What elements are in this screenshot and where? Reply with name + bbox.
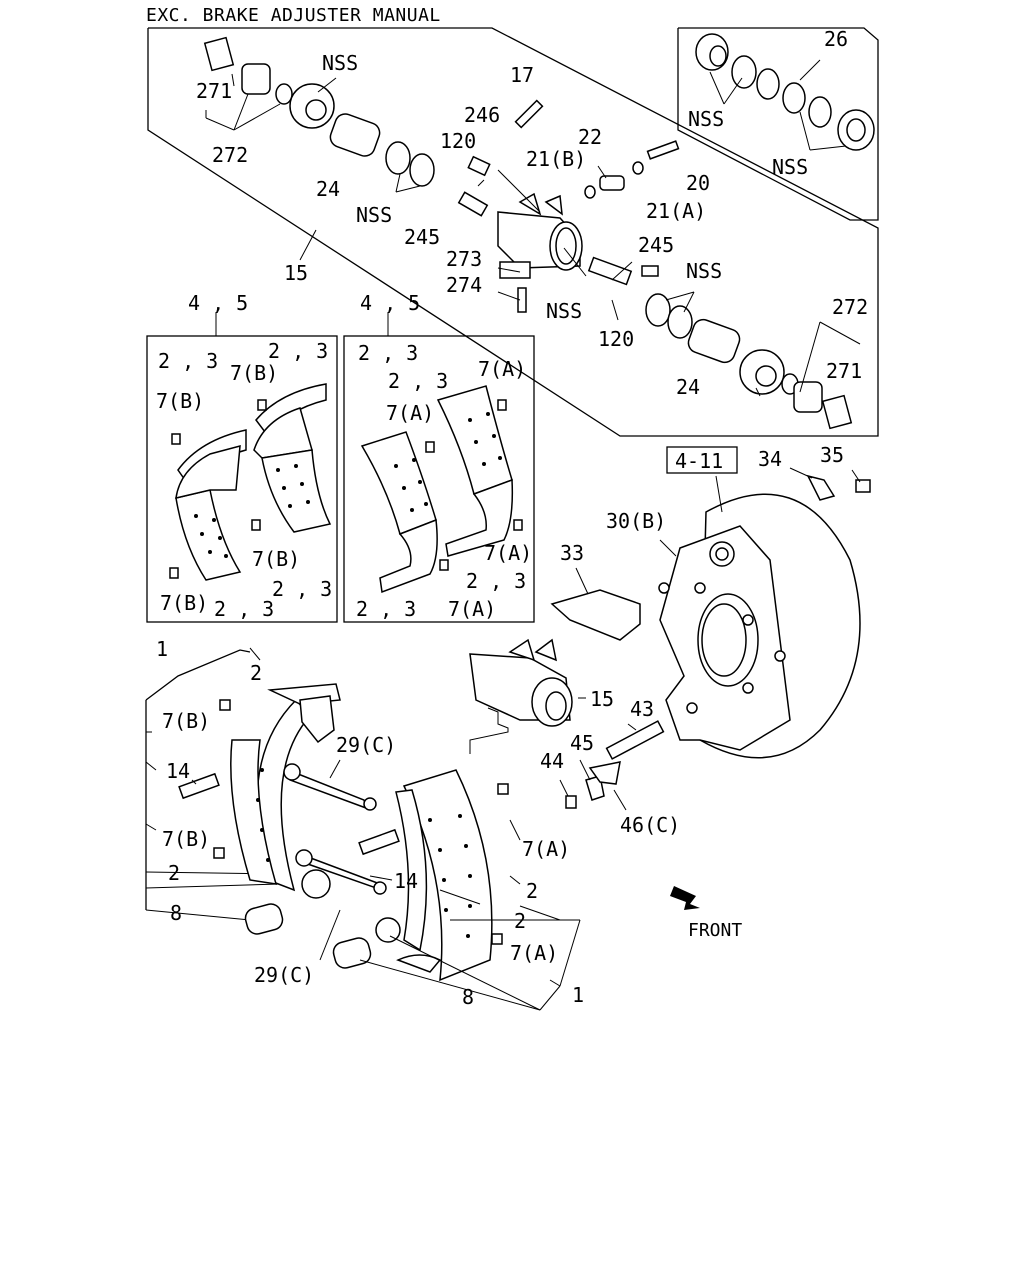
callout-7b: 7(B) bbox=[162, 827, 210, 851]
callout-2: 2 bbox=[526, 879, 538, 903]
assembly-outline bbox=[147, 27, 879, 437]
callout-2: 2 bbox=[514, 909, 526, 933]
cylinder-right-parts bbox=[645, 291, 861, 430]
front-label: FRONT bbox=[688, 920, 742, 941]
callout-22: 22 bbox=[578, 125, 602, 149]
callout-21a: 21(A) bbox=[646, 199, 706, 223]
backing-plate bbox=[658, 467, 871, 759]
callout-7a: 7(A) bbox=[484, 541, 532, 565]
leader-15 bbox=[299, 229, 317, 261]
callout-35: 35 bbox=[820, 443, 844, 467]
callout-14: 14 bbox=[394, 869, 418, 893]
callout-nss: NSS bbox=[772, 155, 808, 179]
callout-45: 45 bbox=[570, 731, 594, 755]
callout-8: 8 bbox=[170, 901, 182, 925]
ref-box bbox=[666, 446, 738, 474]
callout-nss: NSS bbox=[688, 107, 724, 131]
callout-nss: NSS bbox=[356, 203, 392, 227]
kit-26-outline bbox=[677, 27, 879, 221]
callout-7b: 7(B) bbox=[156, 389, 204, 413]
callout-120: 120 bbox=[440, 129, 476, 153]
callout-21b: 21(B) bbox=[526, 147, 586, 171]
cylinder-body bbox=[457, 99, 680, 321]
callout-29c: 29(C) bbox=[254, 963, 314, 987]
callout-271: 271 bbox=[196, 79, 232, 103]
callout-29c: 29(C) bbox=[336, 733, 396, 757]
callout-15: 15 bbox=[590, 687, 614, 711]
callout-24: 24 bbox=[316, 177, 340, 201]
callout-20: 20 bbox=[686, 171, 710, 195]
callout-4-5: 4 , 5 bbox=[360, 291, 420, 315]
callout-7a: 7(A) bbox=[478, 357, 526, 381]
lining-box-right bbox=[343, 312, 535, 623]
callout-33: 33 bbox=[560, 541, 584, 565]
cylinder-left-parts bbox=[203, 36, 435, 193]
callout-246: 246 bbox=[464, 103, 500, 127]
callout-7a: 7(A) bbox=[386, 401, 434, 425]
callout-120: 120 bbox=[598, 327, 634, 351]
callout-2-3: 2 , 3 bbox=[358, 341, 418, 365]
callout-labels: 26 NSS NSS NSS NSS NSS NSS 17 246 22 20 … bbox=[156, 27, 868, 1009]
callout-2-3: 2 , 3 bbox=[466, 569, 526, 593]
callout-274: 274 bbox=[446, 273, 482, 297]
callout-15: 15 bbox=[284, 261, 308, 285]
callout-43: 43 bbox=[630, 697, 654, 721]
callout-7a: 7(A) bbox=[522, 837, 570, 861]
callout-2-3: 2 , 3 bbox=[268, 339, 328, 363]
callout-nss: NSS bbox=[322, 51, 358, 75]
callout-7a: 7(A) bbox=[510, 941, 558, 965]
callout-7b: 7(B) bbox=[230, 361, 278, 385]
shoe-assembly bbox=[145, 647, 581, 1011]
wheel-cylinder-assembly-group bbox=[147, 27, 879, 437]
callout-24: 24 bbox=[676, 375, 700, 399]
callout-4-5: 4 , 5 bbox=[188, 291, 248, 315]
callout-2-3: 2 , 3 bbox=[272, 577, 332, 601]
lining-box-left bbox=[146, 312, 338, 623]
pin-parts bbox=[559, 720, 665, 811]
kit-26-parts bbox=[695, 33, 875, 151]
callout-1: 1 bbox=[572, 983, 584, 1007]
callout-2: 2 bbox=[250, 661, 262, 685]
callout-271: 271 bbox=[826, 359, 862, 383]
callout-273: 273 bbox=[446, 247, 482, 271]
callout-2-3: 2 , 3 bbox=[388, 369, 448, 393]
callout-2: 2 bbox=[168, 861, 180, 885]
callout-30b: 30(B) bbox=[606, 509, 666, 533]
callout-272: 272 bbox=[832, 295, 868, 319]
callout-17: 17 bbox=[510, 63, 534, 87]
callout-245: 245 bbox=[404, 225, 440, 249]
front-arrow-icon bbox=[670, 886, 700, 910]
callout-272: 272 bbox=[212, 143, 248, 167]
callout-44: 44 bbox=[540, 749, 564, 773]
callout-26: 26 bbox=[824, 27, 848, 51]
callout-34: 34 bbox=[758, 447, 782, 471]
callout-7a: 7(A) bbox=[448, 597, 496, 621]
callout-1: 1 bbox=[156, 637, 168, 661]
diagram-title: EXC. BRAKE ADJUSTER MANUAL bbox=[146, 5, 441, 26]
callout-46c: 46(C) bbox=[620, 813, 680, 837]
callout-nss: NSS bbox=[546, 299, 582, 323]
callout-2-3: 2 , 3 bbox=[158, 349, 218, 373]
callout-2-3: 2 , 3 bbox=[356, 597, 416, 621]
callout-nss: NSS bbox=[686, 259, 722, 283]
ref-box-label: 4-11 bbox=[675, 449, 723, 473]
callout-7b: 7(B) bbox=[252, 547, 300, 571]
callout-8: 8 bbox=[462, 985, 474, 1009]
callout-14: 14 bbox=[166, 759, 190, 783]
lower-cylinder-parts bbox=[469, 567, 641, 754]
callout-2-3: 2 , 3 bbox=[214, 597, 274, 621]
callout-245: 245 bbox=[638, 233, 674, 257]
callout-7b: 7(B) bbox=[160, 591, 208, 615]
callout-7b: 7(B) bbox=[162, 709, 210, 733]
